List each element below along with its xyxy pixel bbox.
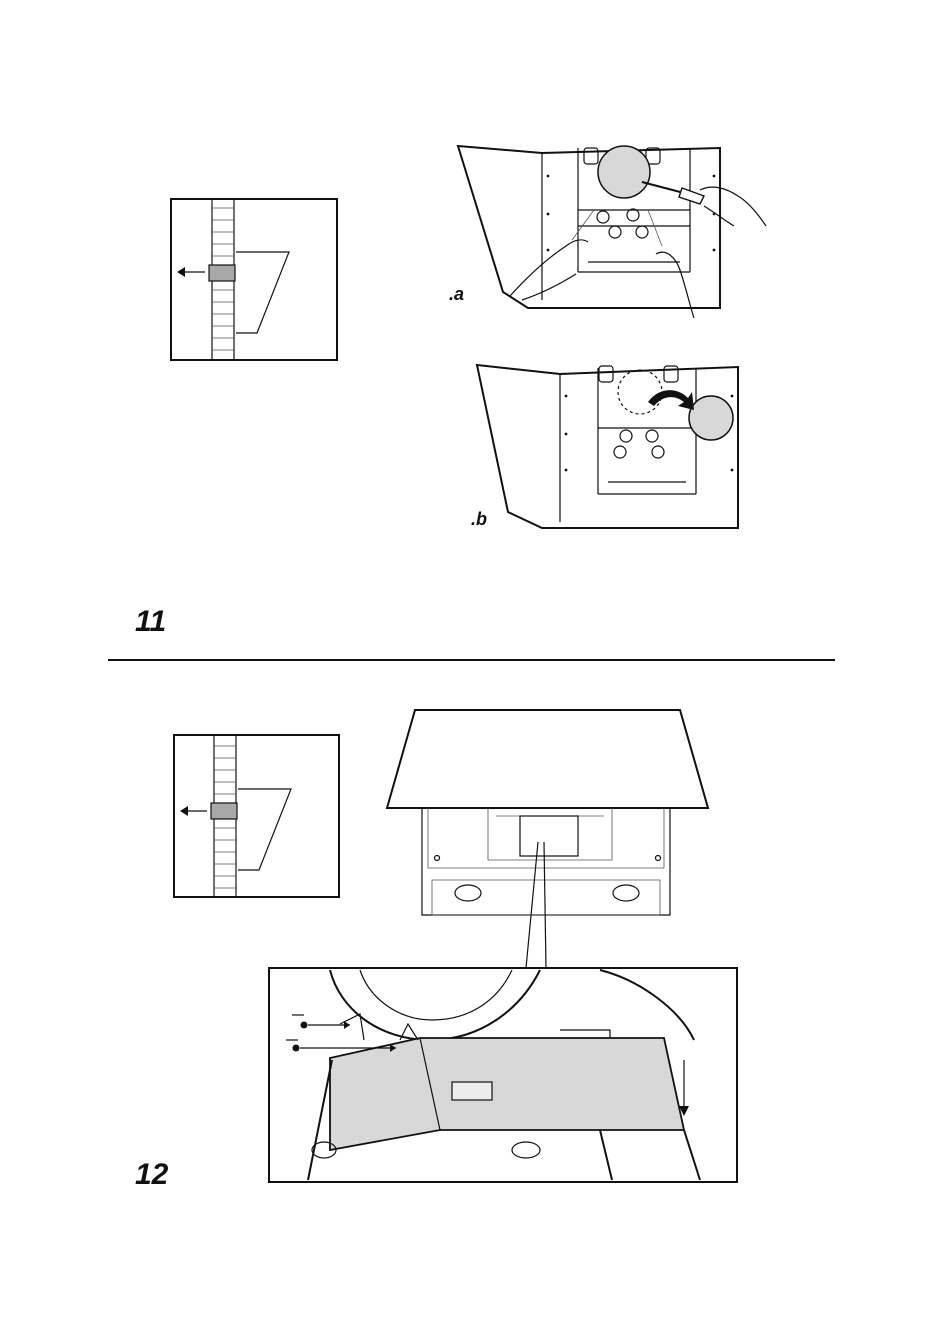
fig12-detail-inset (269, 968, 737, 1182)
fig11b-hood-illustration (477, 365, 738, 528)
fig12-motor-box (520, 816, 578, 856)
fig12-cover-handle (452, 1082, 492, 1100)
fig12-light-right (613, 885, 639, 901)
fig11a-filter-clip-left (584, 148, 598, 164)
fig12-glass-panel (387, 710, 708, 808)
fig11a-left-hand (510, 240, 588, 300)
fig11-sub-label-a: .a (449, 285, 464, 303)
fig12-zoom-lines (526, 842, 546, 968)
fig11a-right-hand (700, 187, 766, 226)
figure-number-11: 11 (135, 607, 166, 637)
fig12-hood-illustration (387, 710, 708, 968)
fig11b-curved-arrow-icon (648, 390, 694, 410)
fig11-left-arrow-icon (177, 267, 205, 277)
fig11-chain (209, 200, 235, 359)
fig11-sub-label-b: .b (471, 510, 487, 528)
fig11a-round-filter (598, 146, 650, 198)
fig11-chain-inset (171, 199, 337, 360)
fig12-motor-cover (330, 1038, 684, 1150)
fig11-lock-tab (209, 265, 235, 281)
fig12-light-left (455, 885, 481, 901)
fig12-screw-top-icon (292, 1015, 350, 1029)
figure-number-12: 12 (135, 1160, 168, 1190)
fig12-down-arrow-icon (679, 1060, 689, 1116)
fig12-bracket (238, 789, 291, 870)
fig11b-round-filter (689, 396, 733, 440)
fig11a-hood-illustration (458, 146, 766, 318)
fig11b-filter-outline (618, 370, 662, 414)
fig11-bracket (236, 252, 289, 333)
fig12-chain-inset (174, 735, 339, 897)
fig11b-filter-clip-left (599, 366, 613, 382)
fig12-left-arrow-icon (180, 806, 207, 816)
fig11a-screwdriver-icon (642, 182, 704, 204)
fig12-lock-tab (211, 803, 237, 819)
fig11b-filter-clip-right (664, 366, 678, 382)
